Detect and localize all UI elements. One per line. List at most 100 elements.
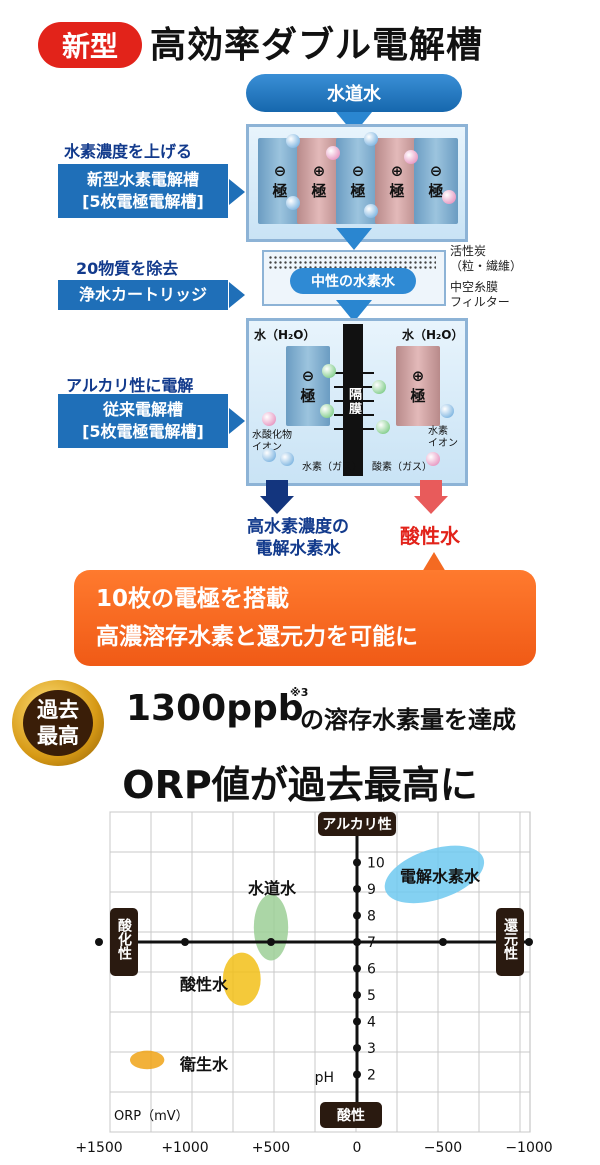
stage2-arrow-icon xyxy=(229,282,245,308)
stage3-box-line1: 従来電解槽 xyxy=(102,400,183,419)
callout-line2: 高濃溶存水素と還元力を可能に xyxy=(96,624,418,650)
alkaline-output-label: 高水素濃度の 電解水素水 xyxy=(228,516,368,560)
y-tick-dot xyxy=(353,1070,361,1079)
ion-rod xyxy=(334,372,374,374)
bubble-icon xyxy=(364,204,378,218)
alkaline-output-line2: 電解水素水 xyxy=(255,539,341,559)
filter-note-membrane-line1: 中空糸膜 xyxy=(450,280,499,294)
x-tick-label: −500 xyxy=(424,1140,462,1156)
y-tick-dot xyxy=(353,938,361,946)
y-tick-label: 7 xyxy=(367,935,376,951)
orp-heading: ORP値が過去最高に xyxy=(122,763,478,807)
electrode-label: 極 xyxy=(428,181,444,200)
x-tick-label: −1000 xyxy=(505,1140,552,1156)
x-tick-label: +1000 xyxy=(161,1140,208,1156)
hydrogen-ion-label-line1: 水素 xyxy=(428,426,448,437)
hydroxide-ion-label-line1: 水酸化物 xyxy=(252,430,292,441)
y-tick-dot xyxy=(353,858,361,867)
acidic-outlet-arrow-icon xyxy=(414,496,448,514)
hydrogen-amount-caption: の溶存水素量を達成 xyxy=(300,706,516,734)
hydrogen-gas-label: 水素（ガス） xyxy=(302,462,362,473)
x-tick-dot xyxy=(439,938,447,946)
region-label-2: 水道水 xyxy=(248,879,297,898)
stage1-heading: 水素濃度を上げる xyxy=(64,142,193,161)
electrode-label: 極 xyxy=(350,181,366,200)
region-3 xyxy=(222,952,261,1006)
top-electrode-4: ⊕ 極 xyxy=(375,138,419,224)
y-tick-dot xyxy=(353,1044,361,1052)
stage1-box: 新型水素電解槽 [5枚電極電解槽] xyxy=(58,164,228,218)
neutral-water-label: 中性の水素水 xyxy=(290,268,416,294)
y-tick-label: 3 xyxy=(367,1041,376,1057)
axis-left-badge xyxy=(110,908,138,976)
ion-icon xyxy=(376,420,390,434)
alkaline-outlet xyxy=(266,480,288,498)
callout-line1: 10枚の電極を搭載 xyxy=(96,586,290,612)
hydroxide-ion-label: 水酸化物 イオン xyxy=(252,430,292,454)
footnote-mark: ※3 xyxy=(290,686,309,699)
x-tick-dot xyxy=(95,938,103,946)
stage3-arrow-icon xyxy=(229,408,245,434)
hydroxide-ion-label-line2: イオン xyxy=(252,442,292,454)
medal-line2: 最高 xyxy=(37,724,79,748)
ion-icon xyxy=(322,364,336,378)
axis-right-badge xyxy=(496,908,524,976)
page-title: 高効率ダブル電解槽 xyxy=(150,25,484,66)
axis-right-label: 還元性 xyxy=(502,917,518,960)
stage2-heading: 20物質を除去 xyxy=(76,259,179,278)
stage3-heading: アルカリ性に電解 xyxy=(66,376,194,395)
ion-icon xyxy=(320,404,334,418)
y-tick-dot xyxy=(353,911,361,920)
alkaline-outlet-arrow-icon xyxy=(260,496,294,514)
ion-icon xyxy=(440,404,454,418)
stage1-box-line2: [5枚電極電解槽] xyxy=(82,192,204,211)
electrode-sign: ⊖ xyxy=(273,161,287,180)
electrode-sign: ⊕ xyxy=(390,161,404,180)
axis-bottom-label: 酸性 xyxy=(337,1107,365,1124)
stage3-box: 従来電解槽 [5枚電極電解槽] xyxy=(58,394,228,448)
x-tick-dot xyxy=(181,938,189,946)
stage2-box: 浄水カートリッジ xyxy=(58,280,228,310)
acidic-outlet xyxy=(420,480,442,498)
bubble-icon xyxy=(286,196,300,210)
filter-note-membrane-line2: フィルター xyxy=(450,295,510,309)
alkaline-output-line1: 高水素濃度の xyxy=(247,517,349,537)
electrode-label: 極 xyxy=(272,181,288,200)
x-tick-label: 0 xyxy=(353,1140,362,1156)
inlet-label: 水道水 xyxy=(246,74,462,112)
bubble-icon xyxy=(404,150,418,164)
y-tick-label: 8 xyxy=(367,909,376,925)
electrode-sign: ⊖ xyxy=(301,366,315,385)
bubble-icon xyxy=(364,132,378,146)
y-tick-label: 9 xyxy=(367,882,376,898)
oxygen-gas-label: 酸素（ガス） xyxy=(372,462,432,473)
top-electrode-1: ⊖ 極 xyxy=(258,138,302,224)
axis-top-label: アルカリ性 xyxy=(322,816,391,833)
y-tick-dot xyxy=(353,991,361,999)
ion-rod xyxy=(334,400,374,402)
top-electrode-5: ⊖ 極 xyxy=(414,138,458,224)
ion-rod xyxy=(334,386,374,388)
medal-line1: 過去 xyxy=(37,698,79,722)
region-1 xyxy=(384,845,485,904)
x-tick-label: +500 xyxy=(252,1140,290,1156)
electrode-sign: ⊕ xyxy=(312,161,326,180)
electrode-label: 極 xyxy=(389,181,405,200)
callout-pointer xyxy=(422,552,446,572)
y-axis-title: pH xyxy=(315,1070,334,1086)
y-tick-label: 10 xyxy=(367,856,385,872)
region-4 xyxy=(129,1050,165,1070)
water-right-label: 水（H₂O） xyxy=(402,328,464,342)
flow-arrow-icon xyxy=(336,300,372,322)
stage2-box-label: 浄水カートリッジ xyxy=(78,285,207,304)
electrode-label: 極 xyxy=(300,386,316,405)
axis-bottom-badge xyxy=(320,1102,382,1128)
y-tick-label: 5 xyxy=(367,988,376,1004)
ion-rod xyxy=(334,428,374,430)
electrode-sign: ⊕ xyxy=(411,366,425,385)
acidic-output-label: 酸性水 xyxy=(400,524,460,548)
region-label-4: 衛生水 xyxy=(179,1055,229,1074)
electrode-sign: ⊖ xyxy=(351,161,365,180)
